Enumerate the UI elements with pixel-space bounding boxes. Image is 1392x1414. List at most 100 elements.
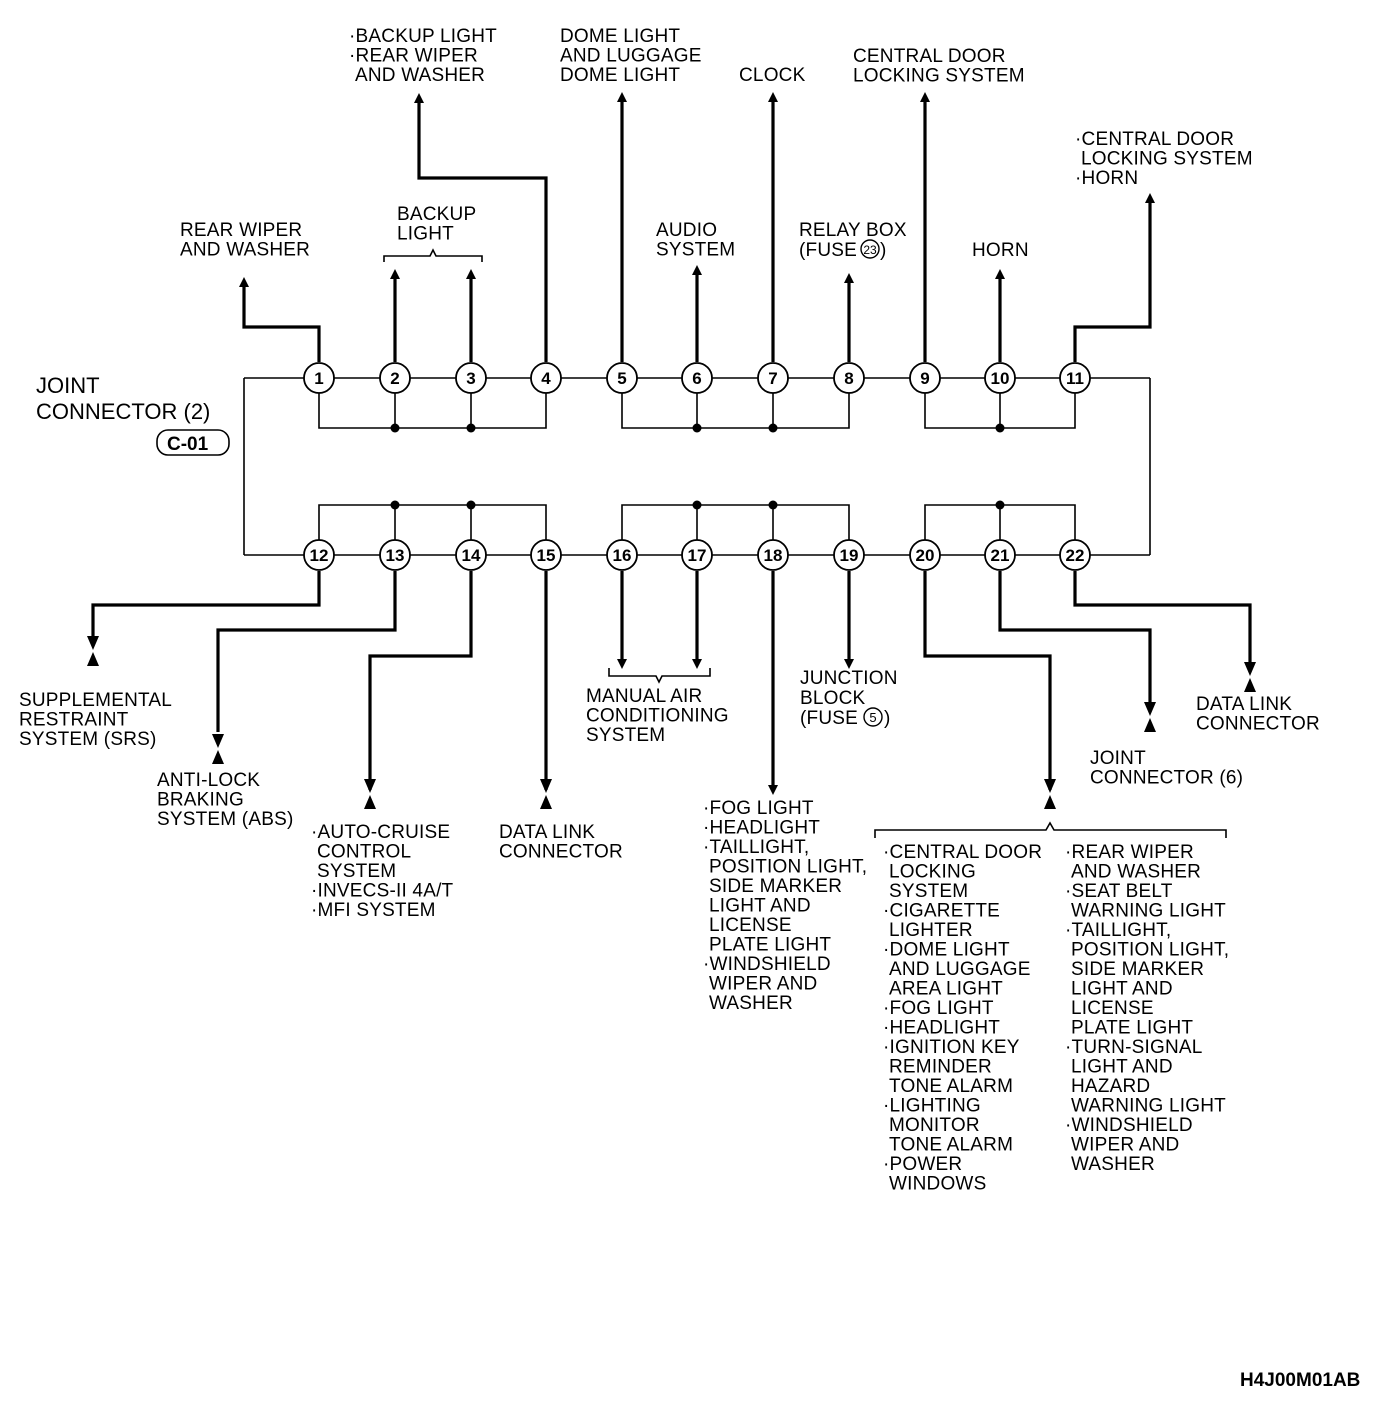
label-line: AND LUGGAGE [560, 46, 702, 67]
pin-number: 12 [310, 546, 329, 565]
label-line: CLOCK [739, 65, 806, 86]
external-wires [91, 92, 1252, 795]
pin-number: 5 [617, 369, 626, 388]
label-p18: ·FOG LIGHT·HEADLIGHT·TAILLIGHT,POSITION … [703, 798, 867, 1014]
label-line: ·DOME LIGHT [883, 940, 1010, 961]
label-line: ·REAR WIPER [1065, 842, 1194, 863]
pin-22: 22 [1059, 539, 1091, 571]
label-line: SYSTEM [317, 861, 396, 882]
pin-number: 4 [541, 369, 551, 388]
label-line: WARNING LIGHT [1071, 1096, 1226, 1117]
pin-5: 5 [606, 362, 638, 394]
pin-number: 9 [920, 369, 929, 388]
label-line: CONDITIONING [586, 706, 729, 727]
label-line: HAZARD [1071, 1076, 1150, 1097]
label-line: SYSTEM (ABS) [157, 809, 293, 830]
connector-title-line2: CONNECTOR (2) [36, 399, 210, 424]
connector-arrow-2 [364, 779, 376, 809]
label-line: ·WINDSHIELD [703, 954, 831, 975]
label-line: HORN [972, 240, 1029, 261]
label-line: LOCKING SYSTEM [1081, 149, 1253, 170]
label-line: ) [884, 708, 891, 729]
double-arrows [87, 636, 1256, 809]
label-line: ·TAILLIGHT, [703, 837, 809, 858]
label-line: SIDE MARKER [1071, 959, 1204, 980]
pin-20: 20 [909, 539, 941, 571]
pin-12: 12 [303, 539, 335, 571]
internal-jumpers [318, 378, 1076, 555]
label-line: ·TAILLIGHT, [1065, 920, 1171, 941]
pin-number: 15 [537, 546, 556, 565]
fuse-relay-box: 23 [860, 239, 880, 259]
pin-number: 20 [916, 546, 935, 565]
label-line: AND LUGGAGE [889, 959, 1031, 980]
label-line: ·LIGHTING [883, 1096, 981, 1117]
label-line: ) [880, 240, 887, 261]
pin-number: 13 [386, 546, 405, 565]
connector-code: C-01 [167, 434, 209, 455]
label-line: MANUAL AIR [586, 686, 702, 707]
pin-number: 11 [1066, 369, 1084, 388]
label-line: POSITION LIGHT, [709, 857, 867, 878]
label-line: ·CENTRAL DOOR [883, 842, 1042, 863]
label-line: LOCKING [889, 862, 976, 883]
label-line: REAR WIPER [180, 220, 302, 241]
label-line: ·WINDSHIELD [1065, 1115, 1193, 1136]
label-line: TONE ALARM [889, 1135, 1013, 1156]
pin-18: 18 [757, 539, 789, 571]
pin-7: 7 [757, 362, 789, 394]
label-line: TONE ALARM [889, 1076, 1013, 1097]
label-p10: HORN [972, 240, 1029, 261]
label-line: LIGHT AND [1071, 1057, 1173, 1078]
connector-arrow-0 [87, 636, 99, 666]
pin-number: 17 [688, 546, 707, 565]
label-line: CONTROL [317, 842, 411, 863]
label-line: RESTRAINT [19, 710, 129, 731]
label-line: SYSTEM [586, 725, 665, 746]
label-line: LOCKING SYSTEM [853, 66, 1025, 87]
label-line: ·MFI SYSTEM [311, 900, 436, 921]
label-line: LIGHT [397, 224, 454, 245]
pin-number: 6 [692, 369, 701, 388]
label-line: CENTRAL DOOR [853, 46, 1006, 67]
label-line: WASHER [709, 993, 793, 1014]
label-line: ·SEAT BELT [1065, 881, 1173, 902]
connector-title-line1: JOINT [36, 373, 100, 398]
label-line: REMINDER [889, 1057, 992, 1078]
label-line: WASHER [1071, 1154, 1155, 1175]
pin-1: 1 [303, 362, 335, 394]
label-line: LICENSE [709, 915, 792, 936]
label-line: ·INVECS-II 4A/T [311, 881, 454, 902]
pin-number: 10 [991, 369, 1010, 388]
label-line: AREA LIGHT [889, 979, 1003, 1000]
label-line: WIPER AND [709, 974, 817, 995]
label-line: ·BACKUP LIGHT [349, 26, 497, 47]
junction-dots [390, 423, 1005, 510]
pin-10: 10 [984, 362, 1016, 394]
figure-id: H4J00M01AB [1240, 1370, 1360, 1391]
label-line: (FUSE [799, 240, 857, 261]
fuse-junction-block: 5 [863, 707, 883, 727]
label-line: ANTI-LOCK [157, 770, 260, 791]
connector-title: JOINT CONNECTOR (2) C-01 [36, 373, 230, 456]
pin-number: 19 [840, 546, 859, 565]
label-line: SIDE MARKER [709, 876, 842, 897]
label-line: AND WASHER [180, 240, 310, 261]
pin-19: 19 [833, 539, 865, 571]
label-line: ·POWER [883, 1154, 962, 1175]
label-line: (FUSE [800, 708, 858, 729]
label-line: DOME LIGHT [560, 26, 680, 47]
